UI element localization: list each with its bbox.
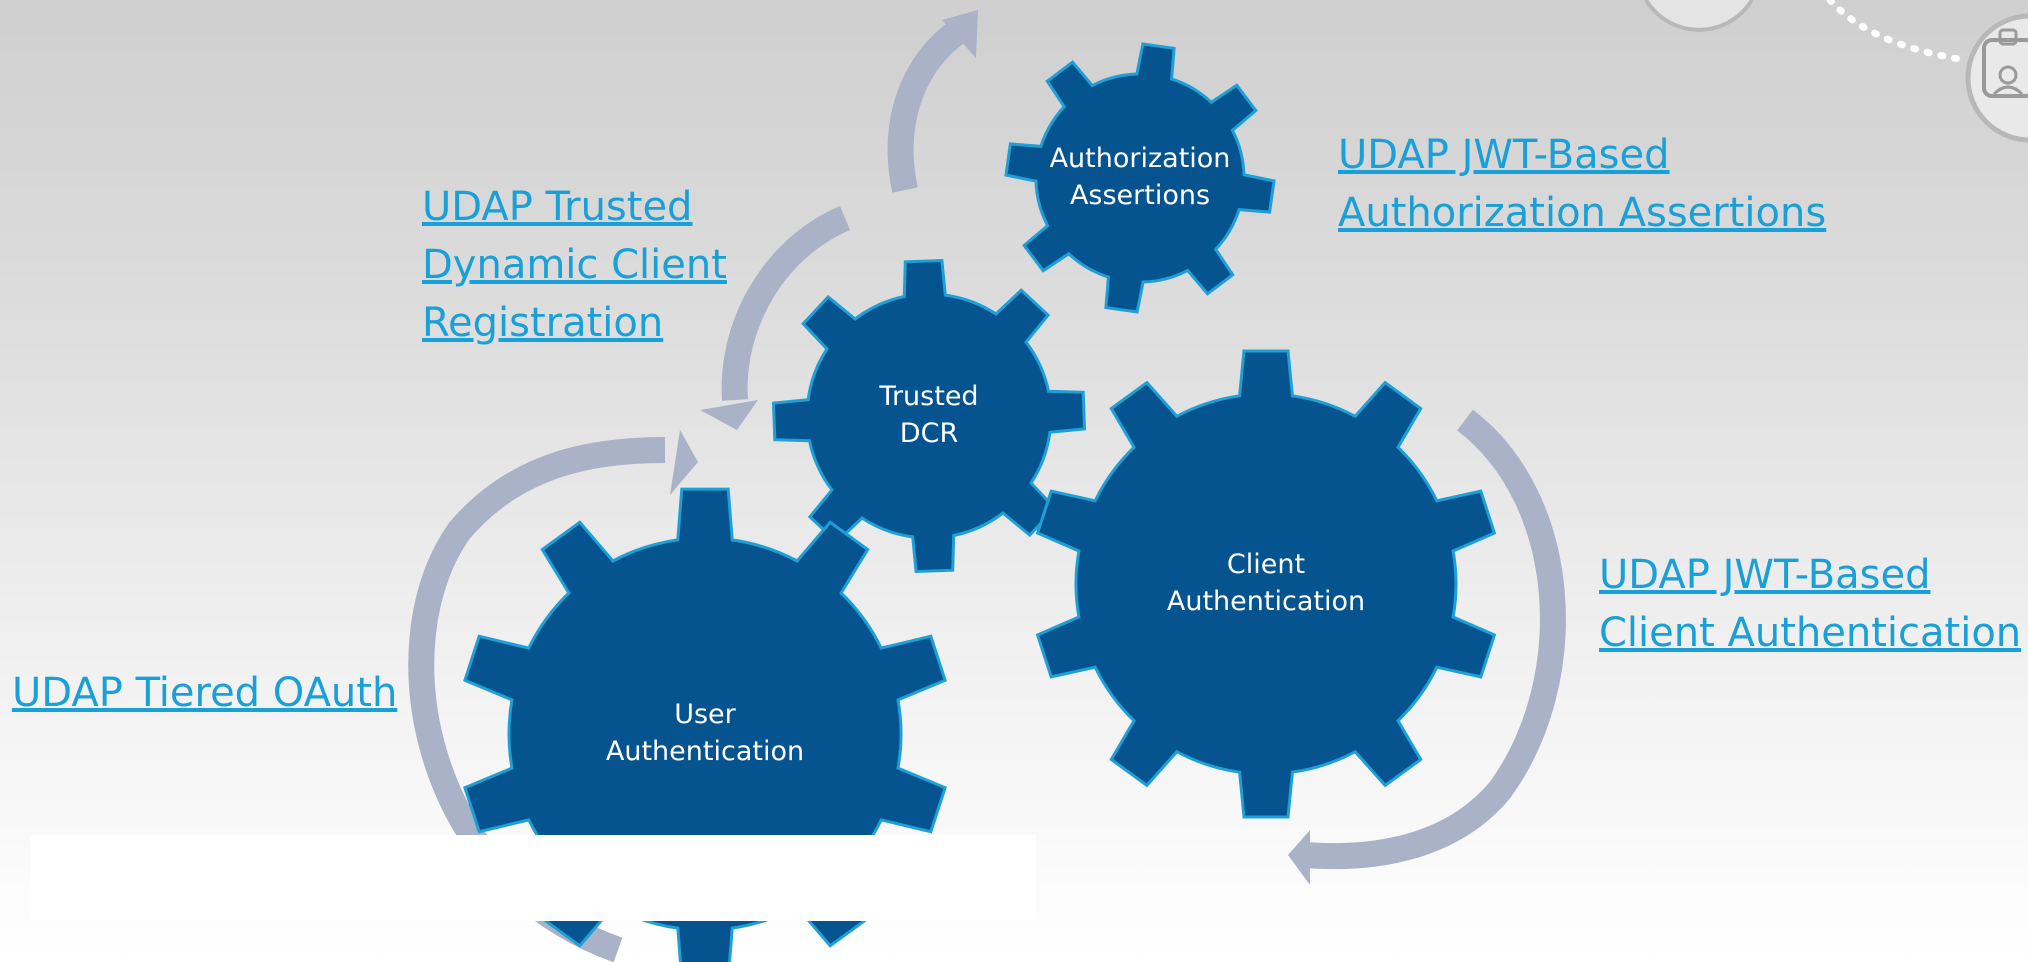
gear-user-authentication-label-1: User bbox=[674, 699, 736, 730]
user-badge-icon bbox=[1982, 28, 2028, 98]
gear-trusted-dcr-shape bbox=[771, 258, 1087, 574]
gear-trusted-dcr-label-2: DCR bbox=[900, 418, 958, 449]
link-udap-jwt-client-authentication[interactable]: UDAP JWT-Based Client Authentication bbox=[1599, 552, 2022, 656]
arrow-to-dcr bbox=[721, 206, 851, 401]
top-right-decoration bbox=[1644, 0, 2028, 143]
link-udap-jwt-authorization-assertions[interactable]: UDAP JWT-Based Authorization Assertions bbox=[1338, 132, 1827, 236]
arrowhead-top bbox=[942, 10, 978, 58]
arrowhead-dcr bbox=[700, 400, 758, 430]
link-udap-trusted-dcr[interactable]: UDAP Trusted Dynamic Client Registration bbox=[422, 184, 727, 346]
arrow-client-auth bbox=[1304, 409, 1566, 870]
arrowhead-client bbox=[1288, 830, 1310, 885]
gear-client-authentication-label-1: Client bbox=[1227, 549, 1305, 580]
gear-authorization-assertions-label-2: Assertions bbox=[1070, 180, 1210, 211]
blank-caption-box bbox=[30, 835, 1036, 921]
gear-authorization-assertions-label-1: Authorization bbox=[1050, 143, 1231, 174]
gear-client-authentication-label-2: Authentication bbox=[1167, 586, 1365, 617]
gear-trusted-dcr-label-1: Trusted bbox=[878, 381, 978, 412]
gear-user-authentication-label-2: Authentication bbox=[606, 736, 804, 767]
gear-client-authentication-shape bbox=[1035, 349, 1497, 819]
arrow-dcr-to-auth bbox=[887, 19, 968, 193]
gear-authorization-assertions-shape bbox=[1004, 42, 1276, 314]
arrowhead-user bbox=[670, 430, 698, 495]
link-udap-tiered-oauth[interactable]: UDAP Tiered OAuth bbox=[12, 670, 398, 716]
